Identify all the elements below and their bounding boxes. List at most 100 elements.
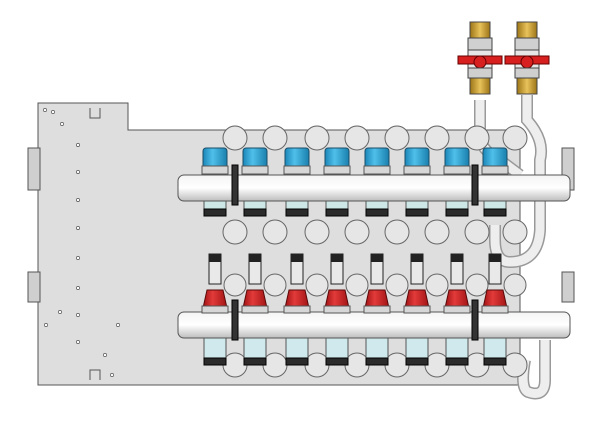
plate-hole (44, 323, 48, 327)
valve-handle-hub (473, 55, 487, 69)
mounting-ring (262, 352, 288, 378)
plate-hole (110, 373, 114, 377)
outlet-fitting (325, 200, 349, 210)
mounting-ring (425, 273, 449, 297)
flowmeter-top (371, 254, 383, 262)
plate-hole (43, 108, 47, 112)
valve-body (467, 67, 493, 79)
outlet-nut (445, 357, 469, 366)
cap-collar (323, 305, 351, 314)
mounting-ring (503, 273, 527, 297)
outlet-nut (243, 208, 267, 217)
outlet-fitting (285, 200, 309, 210)
outlet-nut (483, 208, 507, 217)
outlet-fitting (365, 337, 389, 359)
bracket-clip (231, 299, 239, 341)
valve-brass-union (516, 77, 538, 95)
outlet-nut (365, 208, 389, 217)
plate-slot-top (89, 108, 101, 119)
mounting-ring (464, 219, 490, 245)
outlet-nut (365, 357, 389, 366)
blue-cap-icon (284, 147, 310, 169)
mounting-ring (502, 219, 528, 245)
bracket-left-top (27, 147, 41, 191)
mounting-ring (222, 125, 248, 151)
flowmeter-top (249, 254, 261, 262)
bracket-clip (471, 299, 479, 341)
blue-cap-icon (242, 147, 268, 169)
cap-collar (201, 165, 229, 175)
return-circuits (201, 253, 528, 378)
outlet-fitting (483, 200, 507, 210)
outlet-fitting (243, 337, 267, 359)
outlet-fitting (203, 200, 227, 210)
ball-valves (457, 21, 550, 95)
outlet-fitting (405, 337, 429, 359)
blue-cap-icon (364, 147, 390, 169)
flowmeter-top (411, 254, 423, 262)
mounting-ring (304, 219, 330, 245)
mounting-ring (263, 273, 287, 297)
mounting-ring (222, 352, 248, 378)
blue-cap-icon (324, 147, 350, 169)
outlet-nut (243, 357, 267, 366)
outlet-nut (483, 357, 507, 366)
flowmeter-top (291, 254, 303, 262)
plate-hole (76, 340, 80, 344)
mounting-ring (502, 352, 528, 378)
cap-collar (283, 165, 311, 175)
outlet-nut (325, 208, 349, 217)
valve-handle-hub (520, 55, 534, 69)
cap-collar (403, 165, 431, 175)
outlet-nut (405, 208, 429, 217)
blue-cap-icon (482, 147, 508, 169)
mounting-ring (305, 273, 329, 297)
mounting-ring (222, 219, 248, 245)
cap-collar (443, 305, 471, 314)
mounting-ring (384, 219, 410, 245)
outlet-nut (203, 357, 227, 366)
mounting-ring (385, 273, 409, 297)
cap-collar (481, 165, 509, 175)
red-cap-icon (202, 289, 228, 309)
cap-collar (481, 305, 509, 314)
valve-body (514, 37, 540, 51)
red-cap-icon (444, 289, 470, 309)
supply-circuits (201, 125, 528, 341)
bracket-right-bottom (561, 271, 575, 303)
mounting-ring (464, 125, 490, 151)
cap-collar (283, 305, 311, 314)
plate-hole (76, 226, 80, 230)
cap-collar (403, 305, 431, 314)
mounting-ring (262, 219, 288, 245)
plate-hole (51, 110, 55, 114)
cap-collar (323, 165, 351, 175)
red-cap-icon (482, 289, 508, 309)
outlet-fitting (445, 200, 469, 210)
cap-collar (363, 165, 391, 175)
outlet-fitting (203, 337, 227, 359)
mounting-ring (345, 273, 369, 297)
red-cap-icon (242, 289, 268, 309)
red-cap-icon (324, 289, 350, 309)
outlet-fitting (365, 200, 389, 210)
outlet-nut (445, 208, 469, 217)
flowmeter-top (451, 254, 463, 262)
valve-body (514, 67, 540, 79)
mounting-ring (304, 125, 330, 151)
cap-collar (363, 305, 391, 314)
plate-hole (76, 313, 80, 317)
mounting-ring (262, 125, 288, 151)
mounting-ring (344, 125, 370, 151)
plate-hole (76, 256, 80, 260)
mounting-ring (465, 273, 489, 297)
cap-collar (241, 305, 269, 314)
red-cap-icon (404, 289, 430, 309)
red-cap-icon (364, 289, 390, 309)
outlet-fitting (405, 200, 429, 210)
outlet-nut (203, 208, 227, 217)
cap-collar (443, 165, 471, 175)
flowmeter-top (331, 254, 343, 262)
mounting-ring (424, 352, 450, 378)
plate-hole (60, 122, 64, 126)
